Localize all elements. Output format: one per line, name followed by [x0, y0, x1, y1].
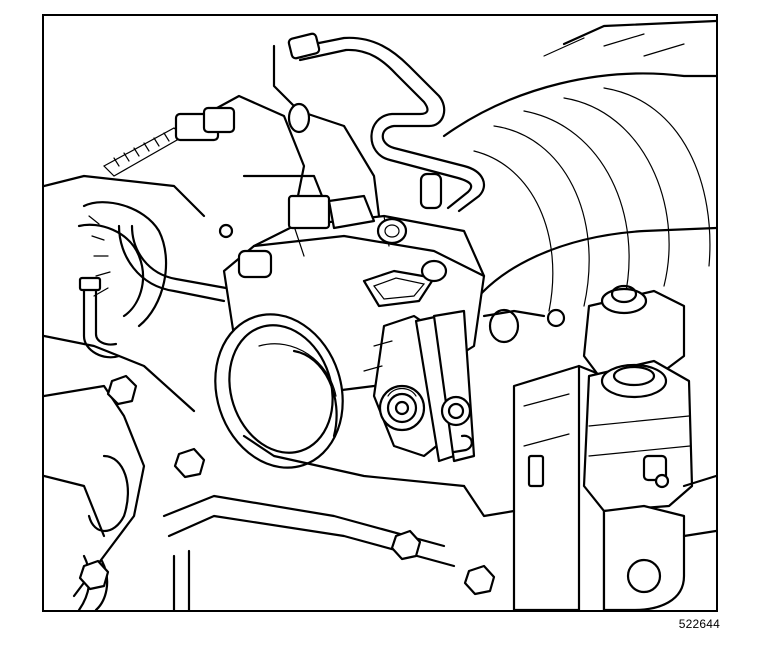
upper-engine-block	[44, 44, 381, 218]
accessory-pulley	[44, 201, 228, 413]
intake-manifold	[442, 19, 716, 318]
bolts	[78, 223, 566, 596]
throttle-bore	[214, 313, 344, 469]
idle-air-control-actuator	[582, 284, 716, 610]
engine-throttle-body-illustration	[44, 19, 716, 610]
figure-id-label: 522644	[678, 617, 720, 631]
throttle-linkage	[363, 309, 476, 463]
illustration-frame	[42, 14, 718, 612]
lower-engine-block	[44, 384, 516, 610]
vacuum-hose	[287, 32, 486, 213]
